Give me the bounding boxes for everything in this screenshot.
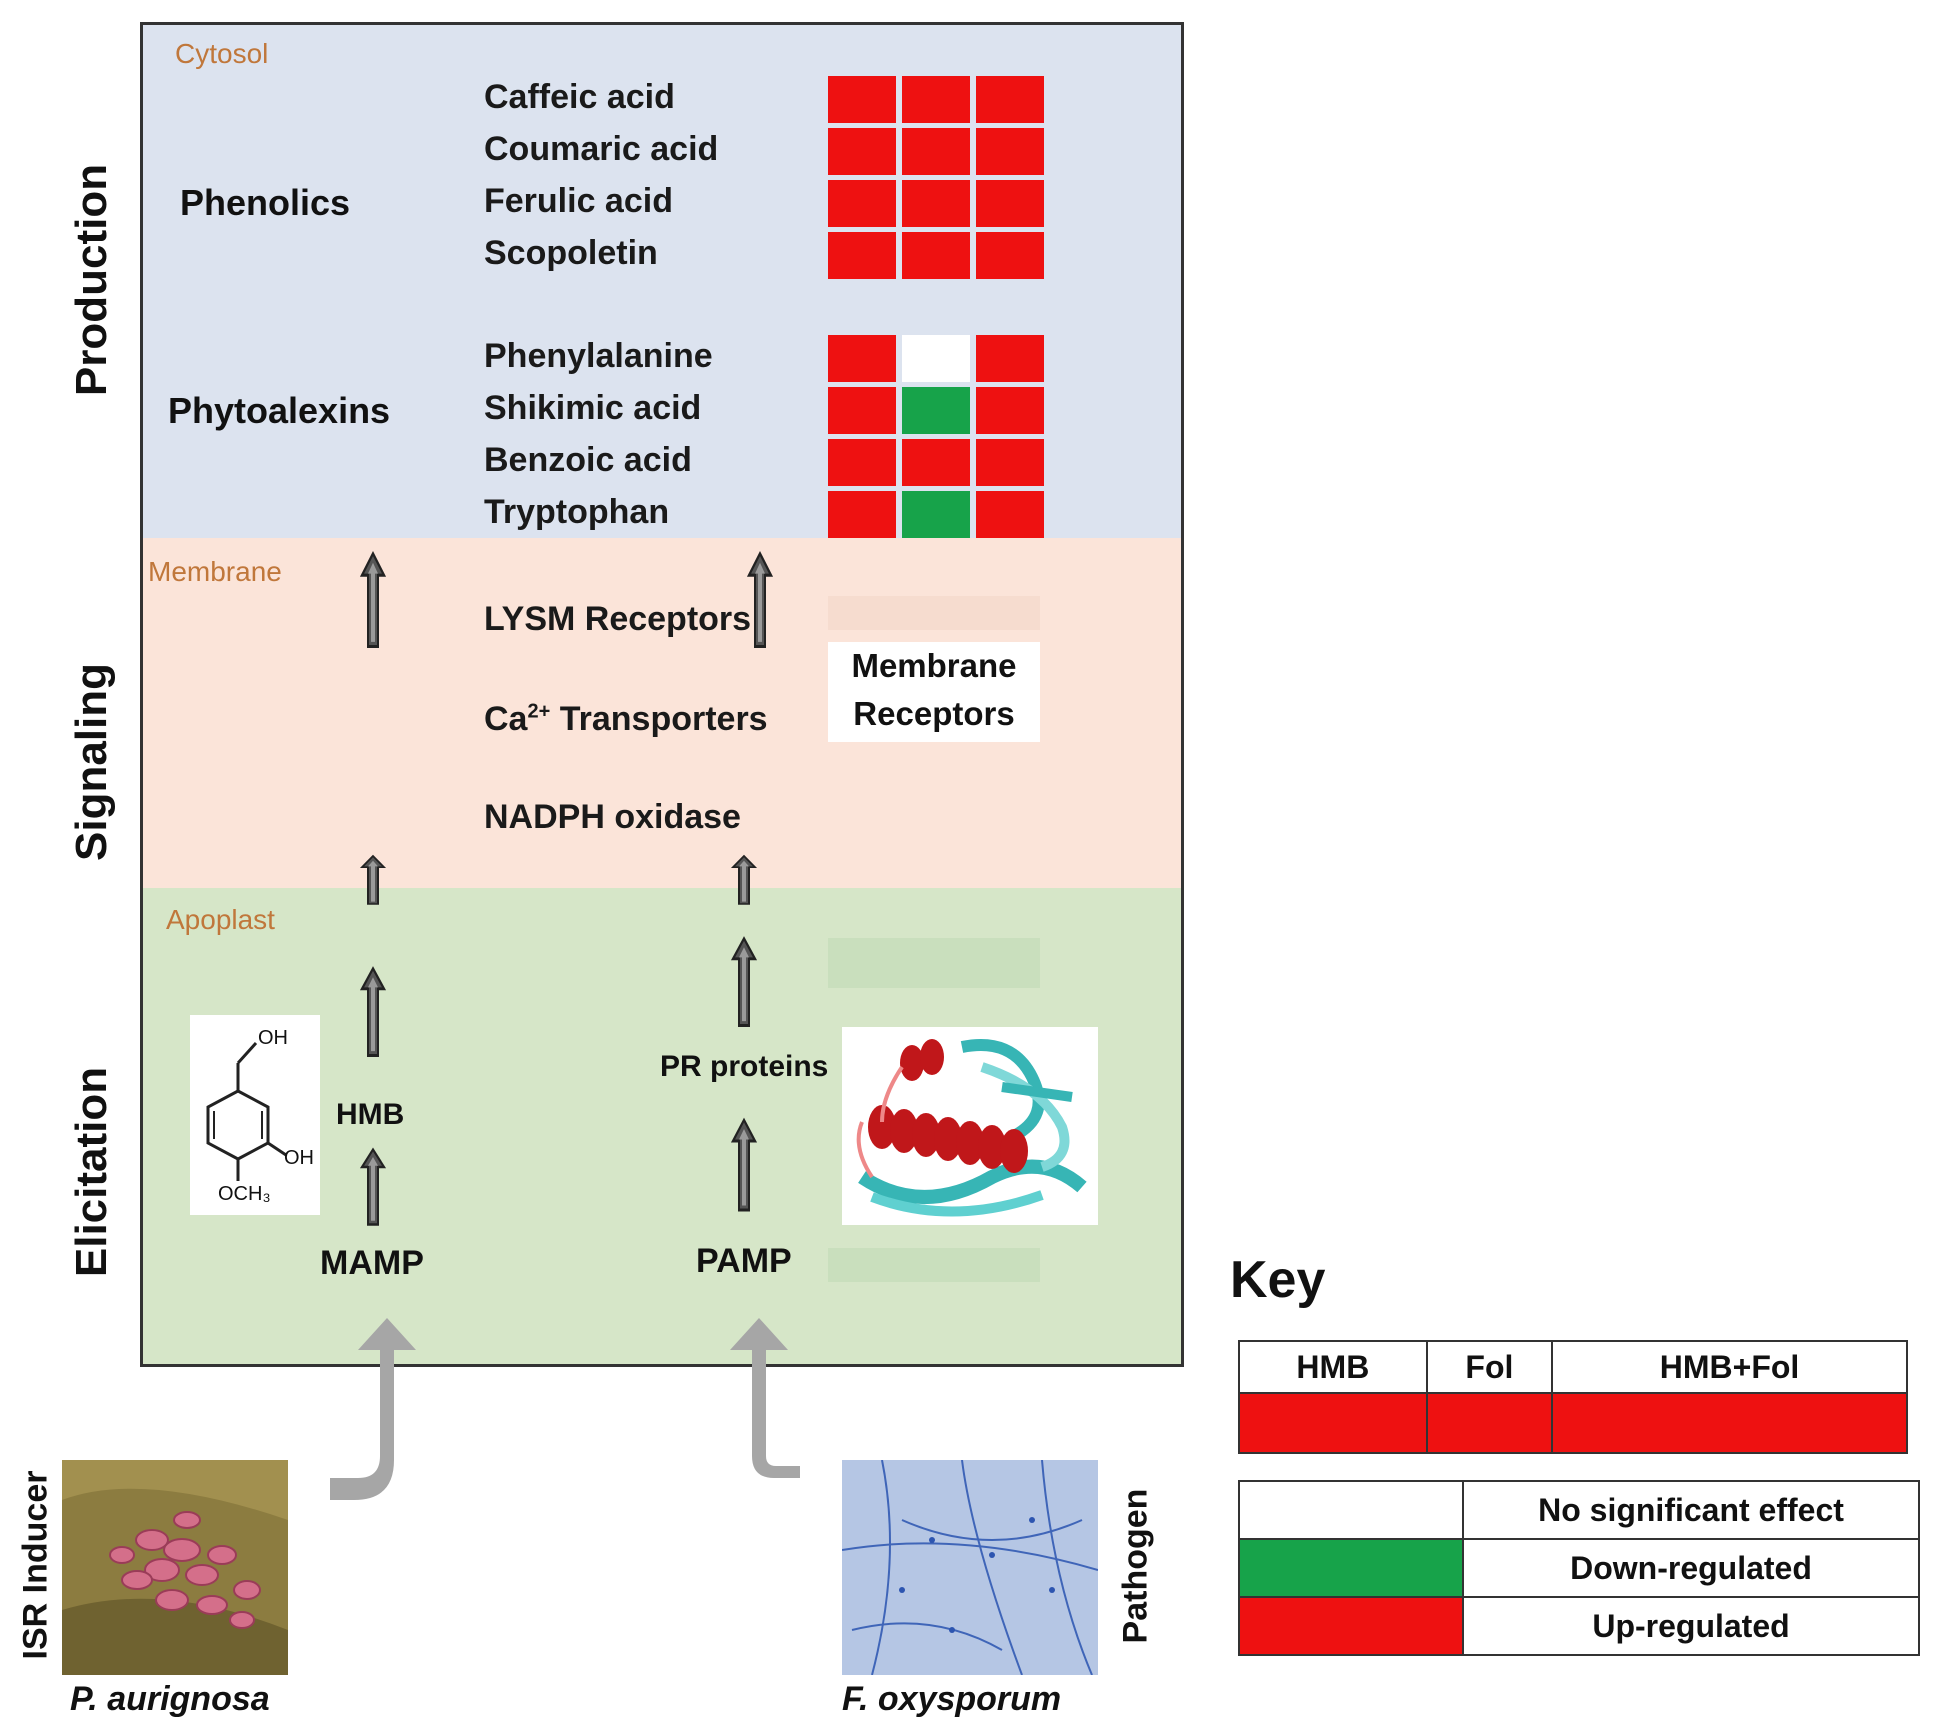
key-columns-color-row bbox=[1238, 1392, 1908, 1454]
heatmap-cell-up bbox=[828, 128, 896, 175]
f-oxysporum-caption: F. oxysporum bbox=[842, 1680, 1062, 1718]
heatmap-cell-up bbox=[828, 232, 896, 279]
faint-row bbox=[828, 938, 1040, 988]
up-arrow-icon bbox=[360, 1148, 386, 1226]
key-legend-table: No significant effect Down-regulated Up-… bbox=[1238, 1480, 1920, 1656]
up-arrow-icon bbox=[731, 937, 757, 1027]
membrane-receptors-box: Membrane Receptors bbox=[828, 642, 1040, 742]
phenolics-label: Phenolics bbox=[180, 182, 351, 223]
key-legend-row: Up-regulated bbox=[1238, 1596, 1920, 1656]
key-col-fol: Fol bbox=[1425, 1340, 1554, 1394]
heatmap-cell-down bbox=[902, 491, 970, 538]
isr-entry-arrow-icon bbox=[330, 1318, 416, 1500]
pamp-label: PAMP bbox=[696, 1242, 792, 1280]
key-col-hmb: HMB bbox=[1238, 1340, 1428, 1394]
p-aurignosa-micrograph-image bbox=[62, 1460, 288, 1675]
heatmap-cell-up bbox=[902, 180, 970, 227]
legend-label-up: Up-regulated bbox=[1462, 1596, 1920, 1656]
heatmap-cell-up bbox=[828, 76, 896, 123]
ca-superscript: 2+ bbox=[527, 700, 551, 723]
pr-protein-structure-image bbox=[842, 1027, 1098, 1225]
heatmap-cell-up bbox=[902, 128, 970, 175]
heatmap-cell-up bbox=[828, 387, 896, 434]
ca-prefix: Ca bbox=[484, 700, 528, 738]
ca-transporters-label: Ca2+ Transporters bbox=[484, 700, 768, 739]
f-oxysporum-micrograph-image bbox=[842, 1460, 1098, 1675]
key-title: Key bbox=[1230, 1251, 1326, 1309]
compound-name: Scopoletin bbox=[484, 234, 658, 272]
heatmap-cell-ns bbox=[902, 335, 970, 382]
och3-label: OCH₃ bbox=[218, 1183, 271, 1205]
pathogen-entry-arrow-icon bbox=[730, 1318, 800, 1500]
ca-suffix: Transporters bbox=[550, 700, 768, 738]
legend-label-ns: No significant effect bbox=[1462, 1480, 1920, 1540]
pathogen-label: Pathogen bbox=[1116, 1488, 1155, 1644]
key-columns-header-row: HMB Fol HMB+Fol bbox=[1238, 1340, 1908, 1394]
key-col-swatch bbox=[1425, 1392, 1554, 1454]
key-col-swatch bbox=[1551, 1392, 1908, 1454]
key-columns-table: HMB Fol HMB+Fol bbox=[1238, 1340, 1908, 1454]
heatmap-cell-up bbox=[976, 76, 1044, 123]
up-arrow-icon bbox=[731, 1118, 757, 1212]
nadph-oxidase-label: NADPH oxidase bbox=[484, 798, 741, 836]
heatmap-cell-up bbox=[902, 232, 970, 279]
key-col-hmb-fol: HMB+Fol bbox=[1551, 1340, 1908, 1394]
oh-right-label: OH bbox=[284, 1147, 314, 1169]
mamp-label: MAMP bbox=[320, 1244, 424, 1282]
heatmap-cell-up bbox=[828, 335, 896, 382]
lysm-receptors-label: LYSM Receptors bbox=[484, 600, 752, 638]
heatmap-cell-down bbox=[902, 387, 970, 434]
legend-swatch-up bbox=[1238, 1596, 1464, 1656]
oh-top-label: OH bbox=[258, 1027, 288, 1049]
hmb-label: HMB bbox=[336, 1098, 405, 1131]
apoplast-label: Apoplast bbox=[166, 904, 275, 935]
compound-name: Phenylalanine bbox=[484, 337, 713, 375]
heatmap-cell-up bbox=[976, 335, 1044, 382]
heatmap-cell-up bbox=[902, 439, 970, 486]
key-legend-row: Down-regulated bbox=[1238, 1538, 1920, 1598]
heatmap-cell-up bbox=[828, 180, 896, 227]
compound-name: Caffeic acid bbox=[484, 78, 675, 116]
benzene-ring-icon bbox=[206, 1041, 287, 1181]
hmb-structure-image: OH OH OCH₃ bbox=[190, 1015, 320, 1215]
cytosol-label: Cytosol bbox=[175, 38, 269, 69]
heatmap-cell-up bbox=[902, 76, 970, 123]
compound-name: Tryptophan bbox=[484, 493, 670, 531]
heatmap-cell-up bbox=[976, 439, 1044, 486]
phytoalexins-label: Phytoalexins bbox=[168, 390, 391, 431]
key-legend-row: No significant effect bbox=[1238, 1480, 1920, 1540]
compound-name: Benzoic acid bbox=[484, 441, 692, 479]
up-arrow-icon bbox=[732, 855, 756, 905]
membrane-receptors-line2: Receptors bbox=[853, 695, 1015, 732]
faint-row bbox=[828, 596, 1040, 630]
heatmap-cell-up bbox=[976, 180, 1044, 227]
pr-proteins-label: PR proteins bbox=[660, 1050, 829, 1083]
up-arrow-icon bbox=[360, 551, 386, 649]
heatmap-cell-up bbox=[976, 128, 1044, 175]
membrane-label: Membrane bbox=[148, 556, 282, 587]
key-col-swatch bbox=[1238, 1392, 1428, 1454]
up-arrow-icon bbox=[361, 855, 385, 905]
heatmap-cell-up bbox=[976, 387, 1044, 434]
heatmap-cell-up bbox=[828, 439, 896, 486]
compound-name: Coumaric acid bbox=[484, 130, 719, 168]
legend-label-down: Down-regulated bbox=[1462, 1538, 1920, 1598]
isr-inducer-label: ISR Inducer bbox=[16, 1470, 55, 1660]
faint-row bbox=[828, 1248, 1040, 1282]
membrane-receptors-line1: Membrane bbox=[851, 647, 1017, 684]
compound-name: Ferulic acid bbox=[484, 182, 673, 220]
compound-name: Shikimic acid bbox=[484, 389, 702, 427]
up-arrow-icon bbox=[360, 967, 386, 1057]
legend-swatch-down bbox=[1238, 1538, 1464, 1598]
legend-swatch-ns bbox=[1238, 1480, 1464, 1540]
p-aurignosa-caption: P. aurignosa bbox=[70, 1680, 270, 1718]
heatmap-cell-up bbox=[976, 232, 1044, 279]
heatmap-cell-up bbox=[828, 491, 896, 538]
heatmap-cell-up bbox=[976, 491, 1044, 538]
up-arrow-icon bbox=[747, 551, 773, 649]
